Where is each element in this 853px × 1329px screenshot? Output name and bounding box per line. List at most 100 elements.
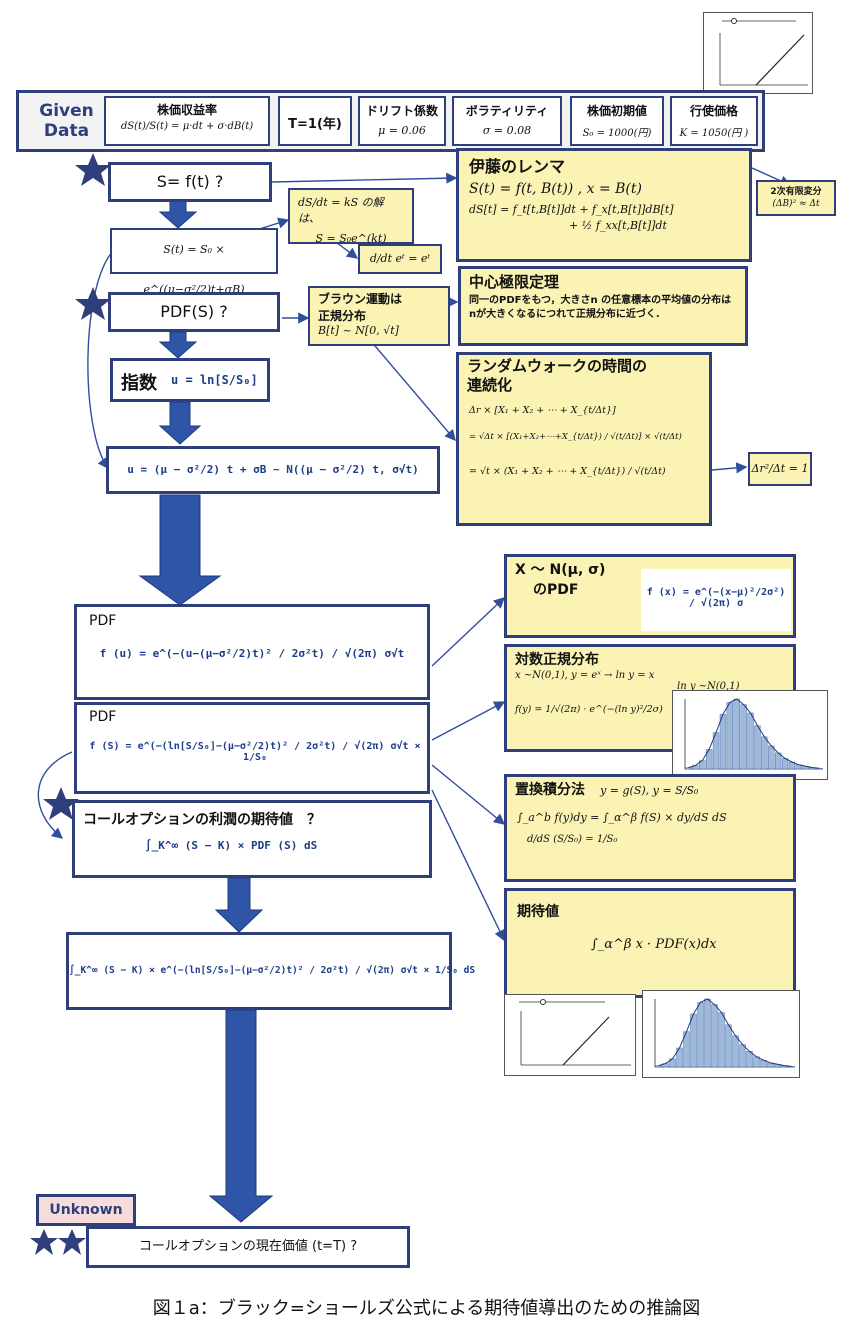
exp-title: 期待値 [517, 904, 559, 920]
ratio-box: Δr²/Δt = 1 [748, 452, 812, 486]
step-pdf-s-label: PDF [89, 709, 117, 725]
step-pdf-u: PDF f (u) = e^(−(u−(μ−σ²/2)t)² / 2σ²t) /… [74, 604, 430, 700]
histogram-bar [655, 1065, 662, 1068]
normal-formula: f (x) = e^(−(x−μ)²/2σ²) / √(2π) σ [641, 569, 791, 631]
histogram-bar [690, 1013, 697, 1068]
given-item-formula: dS(t)/S(t) = μ·dt + σ·dB(t) [120, 121, 254, 132]
given-item-title: 行使価格 [689, 104, 738, 118]
given-label-line2: Data [43, 121, 90, 141]
step-pdf-u-label: PDF [89, 613, 117, 629]
random-walk-box: ランダムウォークの時間の 連続化 Δr × [X₁ + X₂ + ⋯ + X_{… [456, 352, 712, 526]
star-icon [75, 153, 111, 186]
histogram-bar [739, 1044, 746, 1068]
substitution-box: 置換積分法 y = g(S), y = S/S₀ ∫_a^b f(y)dy = … [504, 774, 796, 882]
step-u-distribution: u = (μ − σ²/2) t + σB ~ N((μ − σ²/2) t, … [106, 446, 440, 494]
step-u-formula: u = (μ − σ²/2) t + σB ~ N((μ − σ²/2) t, … [127, 463, 419, 476]
ito-lemma-box: 伊藤のレンマ S(t) = f(t, B(t)) , x = B(t) dS[t… [456, 148, 752, 262]
histogram-bar [718, 1012, 725, 1068]
lognorm-title: 対数正規分布 [515, 652, 599, 668]
step-s-ft: S= f(t) ? [108, 162, 272, 202]
lognormal-histogram-svg [684, 698, 823, 770]
ode-line1: dS/dt = kS の解は、 [298, 196, 384, 225]
exp-formula: ∫_α^β x · PDF(x)dx [591, 937, 717, 952]
histogram-bar [774, 752, 782, 770]
figure-caption: 図１a：ブラック=ショールズ公式による期待値導出のための推論図 [152, 1298, 701, 1319]
given-item-strike: 行使価格 K = 1050(円 ) [670, 96, 758, 146]
normal-title-line1: X 〜 N(μ, σ) [515, 562, 606, 578]
step-call-formula: ∫_K^∞ (S − K) × PDF (S) dS [145, 839, 318, 852]
given-item-return: 株価収益率 dS(t)/S(t) = μ·dt + σ·dB(t) [104, 96, 270, 146]
normal-pdf-box: X 〜 N(μ, σ) のPDF f (x) = e^(−(x−μ)²/2σ²)… [504, 554, 796, 638]
histogram-bar [747, 712, 754, 770]
given-item-title: 株価収益率 [156, 103, 217, 117]
histogram-bar [725, 1024, 732, 1068]
star-icon [43, 787, 79, 820]
given-item-title: ドリフト係数 [365, 104, 438, 118]
histogram-bar [726, 702, 734, 770]
rw-line3: = √t × (X₁ + X₂ + ⋯ + X_{t/Δt}) / √(t/Δt… [469, 466, 666, 477]
clt-text: 同一のPDFをもつ，大きさn の任意標本の平均値の分布はnが大きくなるにつれて正… [469, 295, 732, 320]
brown-line1: ブラウン運動は [318, 292, 403, 306]
ito-title: 伊藤のレンマ [469, 157, 566, 176]
ito-line1: S(t) = f(t, B(t)) , x = B(t) [469, 181, 642, 197]
step-index-label: 指数 [121, 373, 157, 394]
given-item-term: T=1(年) [278, 96, 352, 146]
mini-line-chart-bottom-svg [519, 999, 631, 1066]
step-s-solution: S(t) = S₀ × e^((μ−σ²/2)t+σB) [110, 228, 278, 296]
expectation-box: 期待値 ∫_α^β x · PDF(x)dx [504, 888, 796, 998]
step-final-formula: ∫_K^∞ (S − K) × e^(−(ln[S/S₀]−(μ−σ²/2)t)… [69, 965, 476, 976]
unknown-label: Unknown [36, 1194, 136, 1226]
step-index-formula: u = ln[S/S₀] [171, 373, 258, 387]
ratio-formula: Δr²/Δt = 1 [751, 462, 809, 475]
result-box: コールオプションの現在価値 (t=T) ? [86, 1226, 410, 1268]
given-item-title: ボラティリティ [465, 104, 549, 118]
derivative-formula: d/dt eᵗ = eᵗ [369, 252, 431, 265]
lognormal-histogram-bottom [642, 990, 800, 1078]
double-star-icon [30, 1229, 86, 1255]
star-icon [75, 287, 111, 320]
given-item-title: T=1(年) [288, 117, 342, 132]
flow-arrow-2 [158, 331, 198, 359]
ode-box: dS/dt = kS の解は、 S = S₀e^(kt) [288, 188, 414, 245]
histogram-bar [685, 767, 692, 770]
given-item-formula: μ = 0.06 [378, 124, 426, 137]
histogram-bar [754, 725, 761, 770]
subst-line1: ∫_a^b f(y)dy = ∫_α^β f(S) × dy/dS dS [517, 811, 727, 824]
flow-arrow-6 [208, 1009, 274, 1223]
lognorm-line1: x ~N(0,1), y = eˣ → ln y = x [515, 670, 655, 681]
histogram-bar [732, 1035, 739, 1068]
step-index: 指数 u = ln[S/S₀] [110, 358, 270, 402]
step-final-integral: ∫_K^∞ (S − K) × e^(−(ln[S/S₀]−(μ−σ²/2)t)… [66, 932, 476, 1010]
brown-line3: B[t] ~ N[0, √t] [318, 324, 399, 337]
given-item-drift: ドリフト係数 μ = 0.06 [358, 96, 446, 146]
given-item-volatility: ボラティリティ σ = 0.08 [452, 96, 562, 146]
normal-title-line2: のPDF [533, 582, 579, 598]
step-pdf-s-formula-text: f (S) = e^(−(ln[S/S₀]−(μ−σ²/2)t)² / 2σ²t… [89, 741, 421, 763]
given-item-formula: S₀ = 1000(円) [582, 128, 652, 139]
lognorm-line2: ln y ~N(0,1) [677, 681, 740, 692]
step-call-expectation: コールオプションの利潤の期待値 ？ ∫_K^∞ (S − K) × PDF (S… [72, 800, 432, 878]
brown-line2: 正規分布 [318, 309, 367, 323]
quad-formula: (ΔB)² ≈ Δt [772, 199, 820, 209]
step-pdf-s-formula: PDF f (S) = e^(−(ln[S/S₀]−(μ−σ²/2)t)² / … [74, 702, 430, 794]
given-label: Given Data [29, 101, 104, 141]
step-pdf-u-formula: f (u) = e^(−(u−(μ−σ²/2)t)² / 2σ²t) / √(2… [99, 647, 405, 660]
clt-title: 中心極限定理 [469, 273, 560, 291]
rw-line1: Δr × [X₁ + X₂ + ⋯ + X_{t/Δt}] [469, 405, 616, 416]
quadratic-variation-box: 2次有限変分 (ΔB)² ≈ Δt [756, 180, 836, 216]
histogram-bar [761, 736, 768, 770]
rw-title: ランダムウォークの時間の 連続化 [467, 357, 709, 395]
subst-line2: d/dS (S/S₀) = 1/S₀ [527, 834, 618, 845]
main-flow-arrows [138, 199, 274, 1223]
given-item-formula: K = 1050(円 ) [679, 128, 749, 139]
given-item-initial-price: 株価初期値 S₀ = 1000(円) [570, 96, 664, 146]
histogram-bar [740, 704, 747, 770]
clt-box: 中心極限定理 同一のPDFをもつ，大きさn の任意標本の平均値の分布はnが大きく… [458, 266, 748, 346]
histogram-bar [768, 745, 775, 770]
flow-arrow-4 [138, 494, 222, 606]
mini-line-chart-top [703, 12, 813, 94]
ito-line2: dS[t] = f_t[t,B[t]]dt + f_x[t,B[t]]dB[t] [469, 203, 674, 216]
flow-arrow-5 [214, 877, 264, 933]
brownian-box: ブラウン運動は 正規分布 B[t] ~ N[0, √t] [308, 286, 450, 346]
step-s-solution-formula: S(t) = S₀ × e^((μ−σ²/2)t+σB) [143, 243, 245, 296]
